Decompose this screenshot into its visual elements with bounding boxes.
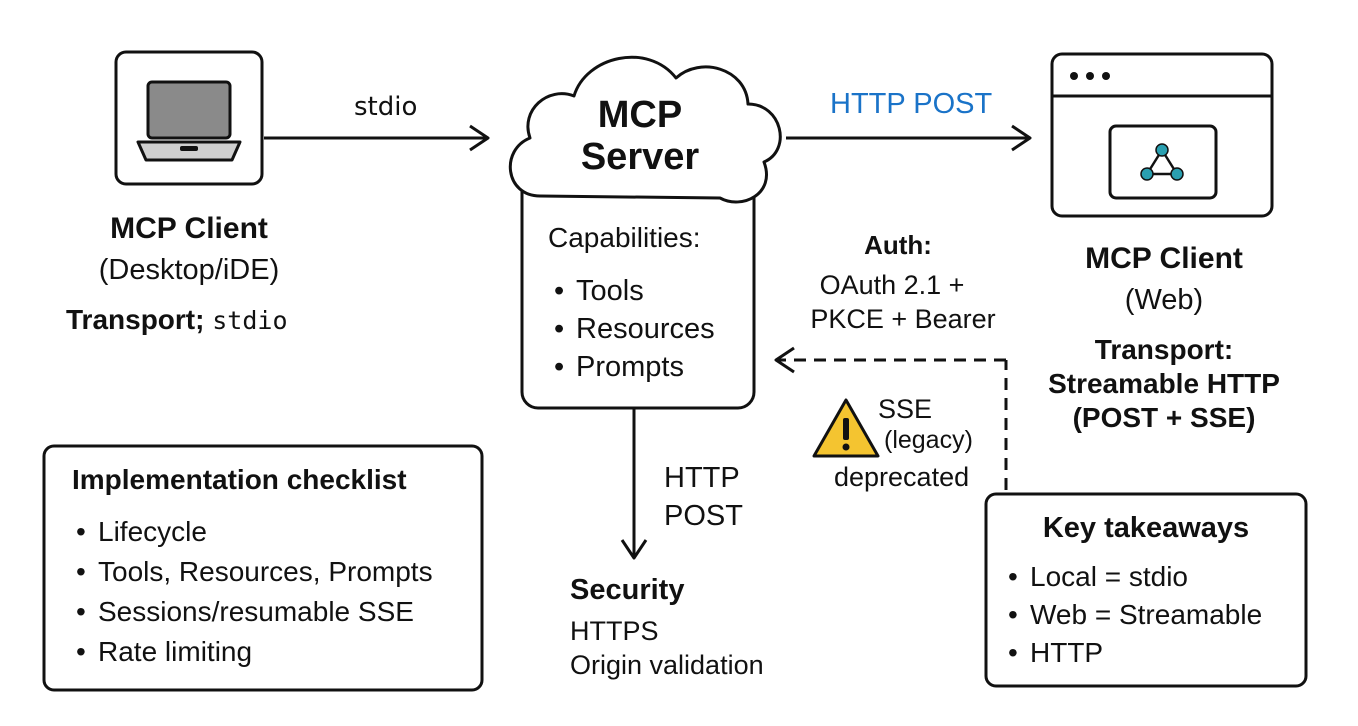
checklist-item: Sessions/resumable SSE xyxy=(72,592,433,632)
desktop-transport-value: stdio xyxy=(212,306,288,335)
checklist-title: Implementation checklist xyxy=(72,464,407,495)
cloud-icon xyxy=(508,55,782,204)
auth-line2: PKCE + Bearer xyxy=(810,304,996,334)
browser-window-icon xyxy=(1050,52,1274,218)
capability-item: Tools xyxy=(550,272,715,310)
laptop-icon xyxy=(136,80,242,162)
web-client-transport-line3: (POST + SSE) xyxy=(1072,402,1256,433)
capability-item: Prompts xyxy=(550,348,715,386)
checklist-item: Rate limiting xyxy=(72,632,433,672)
stdio-label: stdio xyxy=(354,92,418,122)
capabilities-list: Tools Resources Prompts xyxy=(550,272,715,386)
http-post-label: HTTP POST xyxy=(830,88,993,120)
sse-deprecated-label: deprecated xyxy=(834,462,970,492)
checklist-list: Lifecycle Tools, Resources, Prompts Sess… xyxy=(72,512,433,672)
http-post-down-label-line2: POST xyxy=(664,500,743,532)
takeaway-item: Local = stdio xyxy=(1004,558,1262,596)
server-title-line1: MCP xyxy=(597,94,683,136)
web-client-transport-line2: Streamable HTTP xyxy=(1048,368,1280,399)
capability-item: Resources xyxy=(550,310,715,348)
graph-network-icon xyxy=(1140,143,1184,181)
takeaway-item: Web = Streamable xyxy=(1004,596,1262,634)
web-client-subtitle: (Web) xyxy=(1124,284,1204,316)
takeaway-item: HTTP xyxy=(1004,634,1262,672)
desktop-client-subtitle: (Desktop/iDE) xyxy=(98,254,280,286)
stdio-arrow xyxy=(264,124,490,152)
warning-icon xyxy=(812,398,880,458)
checklist-item: Tools, Resources, Prompts xyxy=(72,552,433,592)
web-client-transport-line1: Transport: xyxy=(1094,334,1234,365)
server-title-line2: Server xyxy=(580,136,700,178)
http-post-down-arrow xyxy=(620,408,648,560)
security-line2: Origin validation xyxy=(570,650,764,680)
capabilities-heading: Capabilities: xyxy=(548,222,701,253)
sse-label: SSE xyxy=(878,394,933,424)
checklist-item: Lifecycle xyxy=(72,512,433,552)
desktop-transport-prefix: Transport; xyxy=(66,304,205,335)
security-line1: HTTPS xyxy=(570,616,659,646)
http-post-down-label-line1: HTTP xyxy=(664,462,740,494)
auth-heading: Auth: xyxy=(864,230,932,260)
desktop-client-transport: Transport; stdio xyxy=(66,306,288,334)
takeaways-title: Key takeaways xyxy=(1042,512,1250,544)
security-heading: Security xyxy=(570,574,685,606)
http-post-arrow xyxy=(786,124,1032,152)
desktop-client-title: MCP Client xyxy=(110,212,268,245)
sse-legacy-label: (legacy) xyxy=(884,426,973,454)
web-client-title: MCP Client xyxy=(1085,242,1243,275)
auth-line1: OAuth 2.1 + xyxy=(819,270,965,300)
sse-dashed-arrow xyxy=(774,346,1008,490)
takeaways-list: Local = stdio Web = Streamable HTTP xyxy=(1004,558,1262,672)
